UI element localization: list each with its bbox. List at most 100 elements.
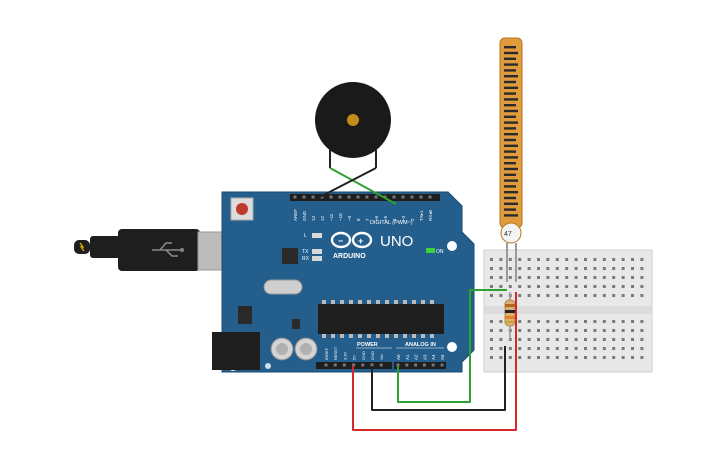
breadboard-hole[interactable] (546, 258, 550, 261)
breadboard-hole[interactable] (537, 347, 540, 350)
breadboard-hole[interactable] (518, 338, 522, 341)
breadboard-hole[interactable] (602, 329, 606, 332)
breadboard-hole[interactable] (565, 347, 569, 350)
breadboard-hole[interactable] (490, 356, 493, 359)
breadboard-hole[interactable] (640, 267, 644, 270)
flex-sensor-icon[interactable]: 47 (499, 37, 523, 282)
breadboard-hole[interactable] (518, 294, 522, 297)
breadboard-hole[interactable] (527, 285, 531, 288)
piezo-buzzer-icon[interactable] (315, 82, 391, 168)
breadboard-hole[interactable] (527, 347, 531, 350)
wire-5v-red[interactable] (352, 292, 517, 431)
breadboard-hole[interactable] (508, 347, 512, 350)
breadboard-hole[interactable] (499, 329, 503, 332)
breadboard-hole[interactable] (527, 356, 531, 359)
breadboard-hole[interactable] (602, 258, 606, 261)
breadboard-hole[interactable] (565, 285, 569, 288)
breadboard-hole[interactable] (499, 267, 503, 270)
breadboard-hole[interactable] (518, 320, 522, 323)
breadboard-hole[interactable] (621, 338, 625, 341)
breadboard-hole[interactable] (593, 347, 597, 350)
breadboard-hole[interactable] (631, 276, 634, 279)
breadboard-hole[interactable] (518, 329, 522, 332)
breadboard-hole[interactable] (537, 294, 540, 297)
breadboard-hole[interactable] (555, 320, 559, 323)
breadboard-hole[interactable] (555, 347, 559, 350)
breadboard-hole[interactable] (546, 320, 550, 323)
breadboard-hole[interactable] (621, 320, 625, 323)
breadboard-hole[interactable] (621, 276, 625, 279)
breadboard-hole[interactable] (621, 329, 625, 332)
breadboard-hole[interactable] (537, 356, 540, 359)
breadboard-hole[interactable] (518, 276, 522, 279)
breadboard-hole[interactable] (490, 276, 493, 279)
breadboard-hole[interactable] (527, 267, 531, 270)
breadboard-hole[interactable] (490, 258, 493, 261)
breadboard-hole[interactable] (490, 285, 493, 288)
breadboard-hole[interactable] (518, 258, 522, 261)
breadboard-hole[interactable] (490, 294, 493, 297)
breadboard-hole[interactable] (499, 320, 503, 323)
breadboard-hole[interactable] (537, 320, 540, 323)
breadboard-hole[interactable] (565, 356, 569, 359)
breadboard-hole[interactable] (584, 329, 587, 332)
breadboard-hole[interactable] (508, 267, 512, 270)
breadboard-hole[interactable] (640, 276, 644, 279)
breadboard-hole[interactable] (565, 258, 569, 261)
breadboard-hole[interactable] (574, 267, 578, 270)
breadboard-hole[interactable] (593, 267, 597, 270)
breadboard-hole[interactable] (546, 347, 550, 350)
breadboard-hole[interactable] (584, 267, 587, 270)
breadboard-hole[interactable] (593, 338, 597, 341)
breadboard-hole[interactable] (555, 329, 559, 332)
breadboard-hole[interactable] (565, 338, 569, 341)
breadboard-hole[interactable] (518, 347, 522, 350)
breadboard-hole[interactable] (555, 276, 559, 279)
breadboard-hole[interactable] (631, 294, 634, 297)
breadboard-hole[interactable] (518, 285, 522, 288)
breadboard-hole[interactable] (565, 276, 569, 279)
breadboard-hole[interactable] (602, 276, 606, 279)
breadboard-hole[interactable] (537, 338, 540, 341)
breadboard-hole[interactable] (537, 285, 540, 288)
breadboard-hole[interactable] (574, 294, 578, 297)
breadboard-hole[interactable] (527, 338, 531, 341)
breadboard-hole[interactable] (593, 285, 597, 288)
breadboard-hole[interactable] (621, 294, 625, 297)
breadboard-hole[interactable] (602, 285, 606, 288)
breadboard-hole[interactable] (508, 356, 512, 359)
breadboard-hole[interactable] (640, 356, 644, 359)
breadboard-hole[interactable] (621, 285, 625, 288)
breadboard-hole[interactable] (508, 276, 512, 279)
breadboard-hole[interactable] (612, 338, 616, 341)
breadboard-hole[interactable] (612, 320, 616, 323)
breadboard-hole[interactable] (537, 267, 540, 270)
breadboard-hole[interactable] (584, 320, 587, 323)
breadboard-hole[interactable] (640, 258, 644, 261)
breadboard-hole[interactable] (508, 258, 512, 261)
wire-a0-green[interactable] (397, 289, 507, 403)
breadboard-hole[interactable] (527, 276, 531, 279)
breadboard-hole[interactable] (565, 320, 569, 323)
breadboard-hole[interactable] (612, 285, 616, 288)
breadboard-hole[interactable] (546, 329, 550, 332)
breadboard-hole[interactable] (574, 276, 578, 279)
breadboard-hole[interactable] (546, 294, 550, 297)
breadboard-hole[interactable] (499, 285, 503, 288)
wire-buzzer-green[interactable] (329, 167, 397, 205)
breadboard-hole[interactable] (593, 329, 597, 332)
breadboard-hole[interactable] (621, 347, 625, 350)
breadboard-hole[interactable] (631, 338, 634, 341)
breadboard-hole[interactable] (612, 347, 616, 350)
breadboard-hole[interactable] (612, 258, 616, 261)
breadboard-hole[interactable] (527, 294, 531, 297)
breadboard-hole[interactable] (574, 356, 578, 359)
breadboard-hole[interactable] (499, 294, 503, 297)
breadboard-hole[interactable] (593, 276, 597, 279)
breadboard-hole[interactable] (593, 320, 597, 323)
breadboard-hole[interactable] (499, 338, 503, 341)
breadboard-hole[interactable] (602, 267, 606, 270)
breadboard-hole[interactable] (574, 338, 578, 341)
breadboard-hole[interactable] (565, 267, 569, 270)
